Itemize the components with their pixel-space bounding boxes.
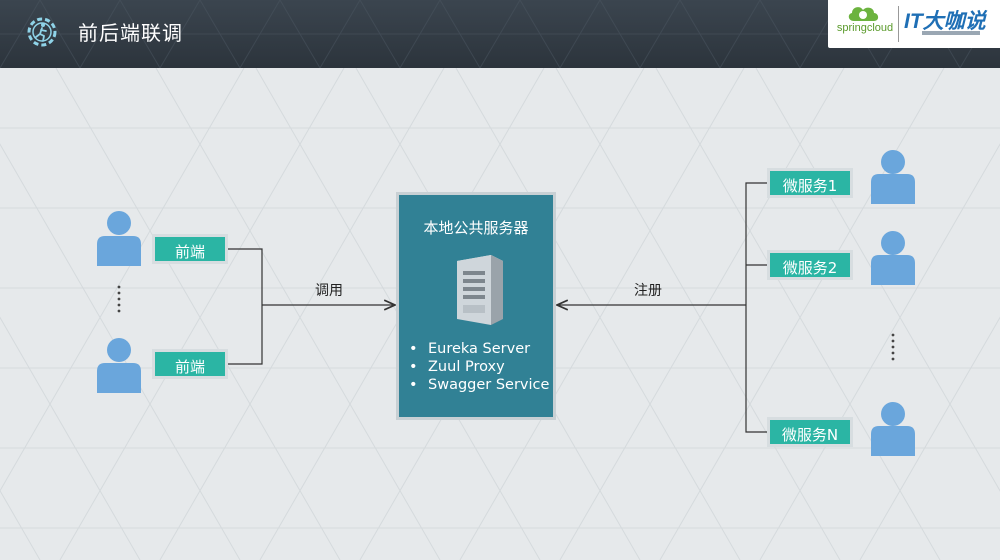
user-icon: [871, 150, 915, 204]
vertical-ellipsis-icon: [117, 285, 121, 313]
register-connector: [557, 182, 767, 433]
partner-logos: springcloud IT大咖说: [828, 0, 1000, 48]
gear-runner-icon: [27, 17, 57, 47]
server-service-item: Swagger Service: [409, 376, 549, 394]
local-public-server-box: 本地公共服务器 Eureka Server Zuul Proxy Swagger…: [396, 192, 556, 420]
server-service-item: Eureka Server: [409, 340, 549, 358]
diagram-canvas: 前端 前端 调用 注册 本地公共服务器 Eureka Server Zuul P…: [0, 68, 1000, 560]
it-daka-logo: IT大咖说: [904, 10, 986, 33]
microservice-box-1: 微服务1: [767, 168, 853, 198]
server-service-item: Zuul Proxy: [409, 358, 549, 376]
user-icon: [97, 338, 141, 393]
user-icon: [871, 231, 915, 285]
frontend-box-2: 前端: [152, 349, 228, 379]
server-tower-icon: [457, 255, 503, 325]
call-label: 调用: [315, 283, 343, 299]
it-daka-logo-subline: [922, 31, 980, 35]
microservice-box-2: 微服务2: [767, 250, 853, 280]
springcloud-logo: springcloud: [834, 2, 896, 46]
user-icon: [871, 402, 915, 456]
microservice-box-n: 微服务N: [767, 417, 853, 447]
page-title: 前后端联调: [78, 21, 183, 45]
springcloud-logo-text: springcloud: [836, 22, 894, 34]
cloud-icon: [848, 7, 879, 21]
vertical-ellipsis-icon: [891, 333, 895, 361]
server-service-list: Eureka Server Zuul Proxy Swagger Service: [409, 340, 549, 394]
header-bar: 前后端联调 springcloud IT大咖说: [0, 0, 1000, 68]
frontend-box-1: 前端: [152, 234, 228, 264]
server-title: 本地公共服务器: [423, 219, 529, 237]
diagram-connectors: [97, 150, 915, 456]
logo-divider: [898, 6, 899, 42]
call-connector: [227, 248, 395, 365]
register-label: 注册: [634, 283, 662, 299]
user-icon: [97, 211, 141, 266]
